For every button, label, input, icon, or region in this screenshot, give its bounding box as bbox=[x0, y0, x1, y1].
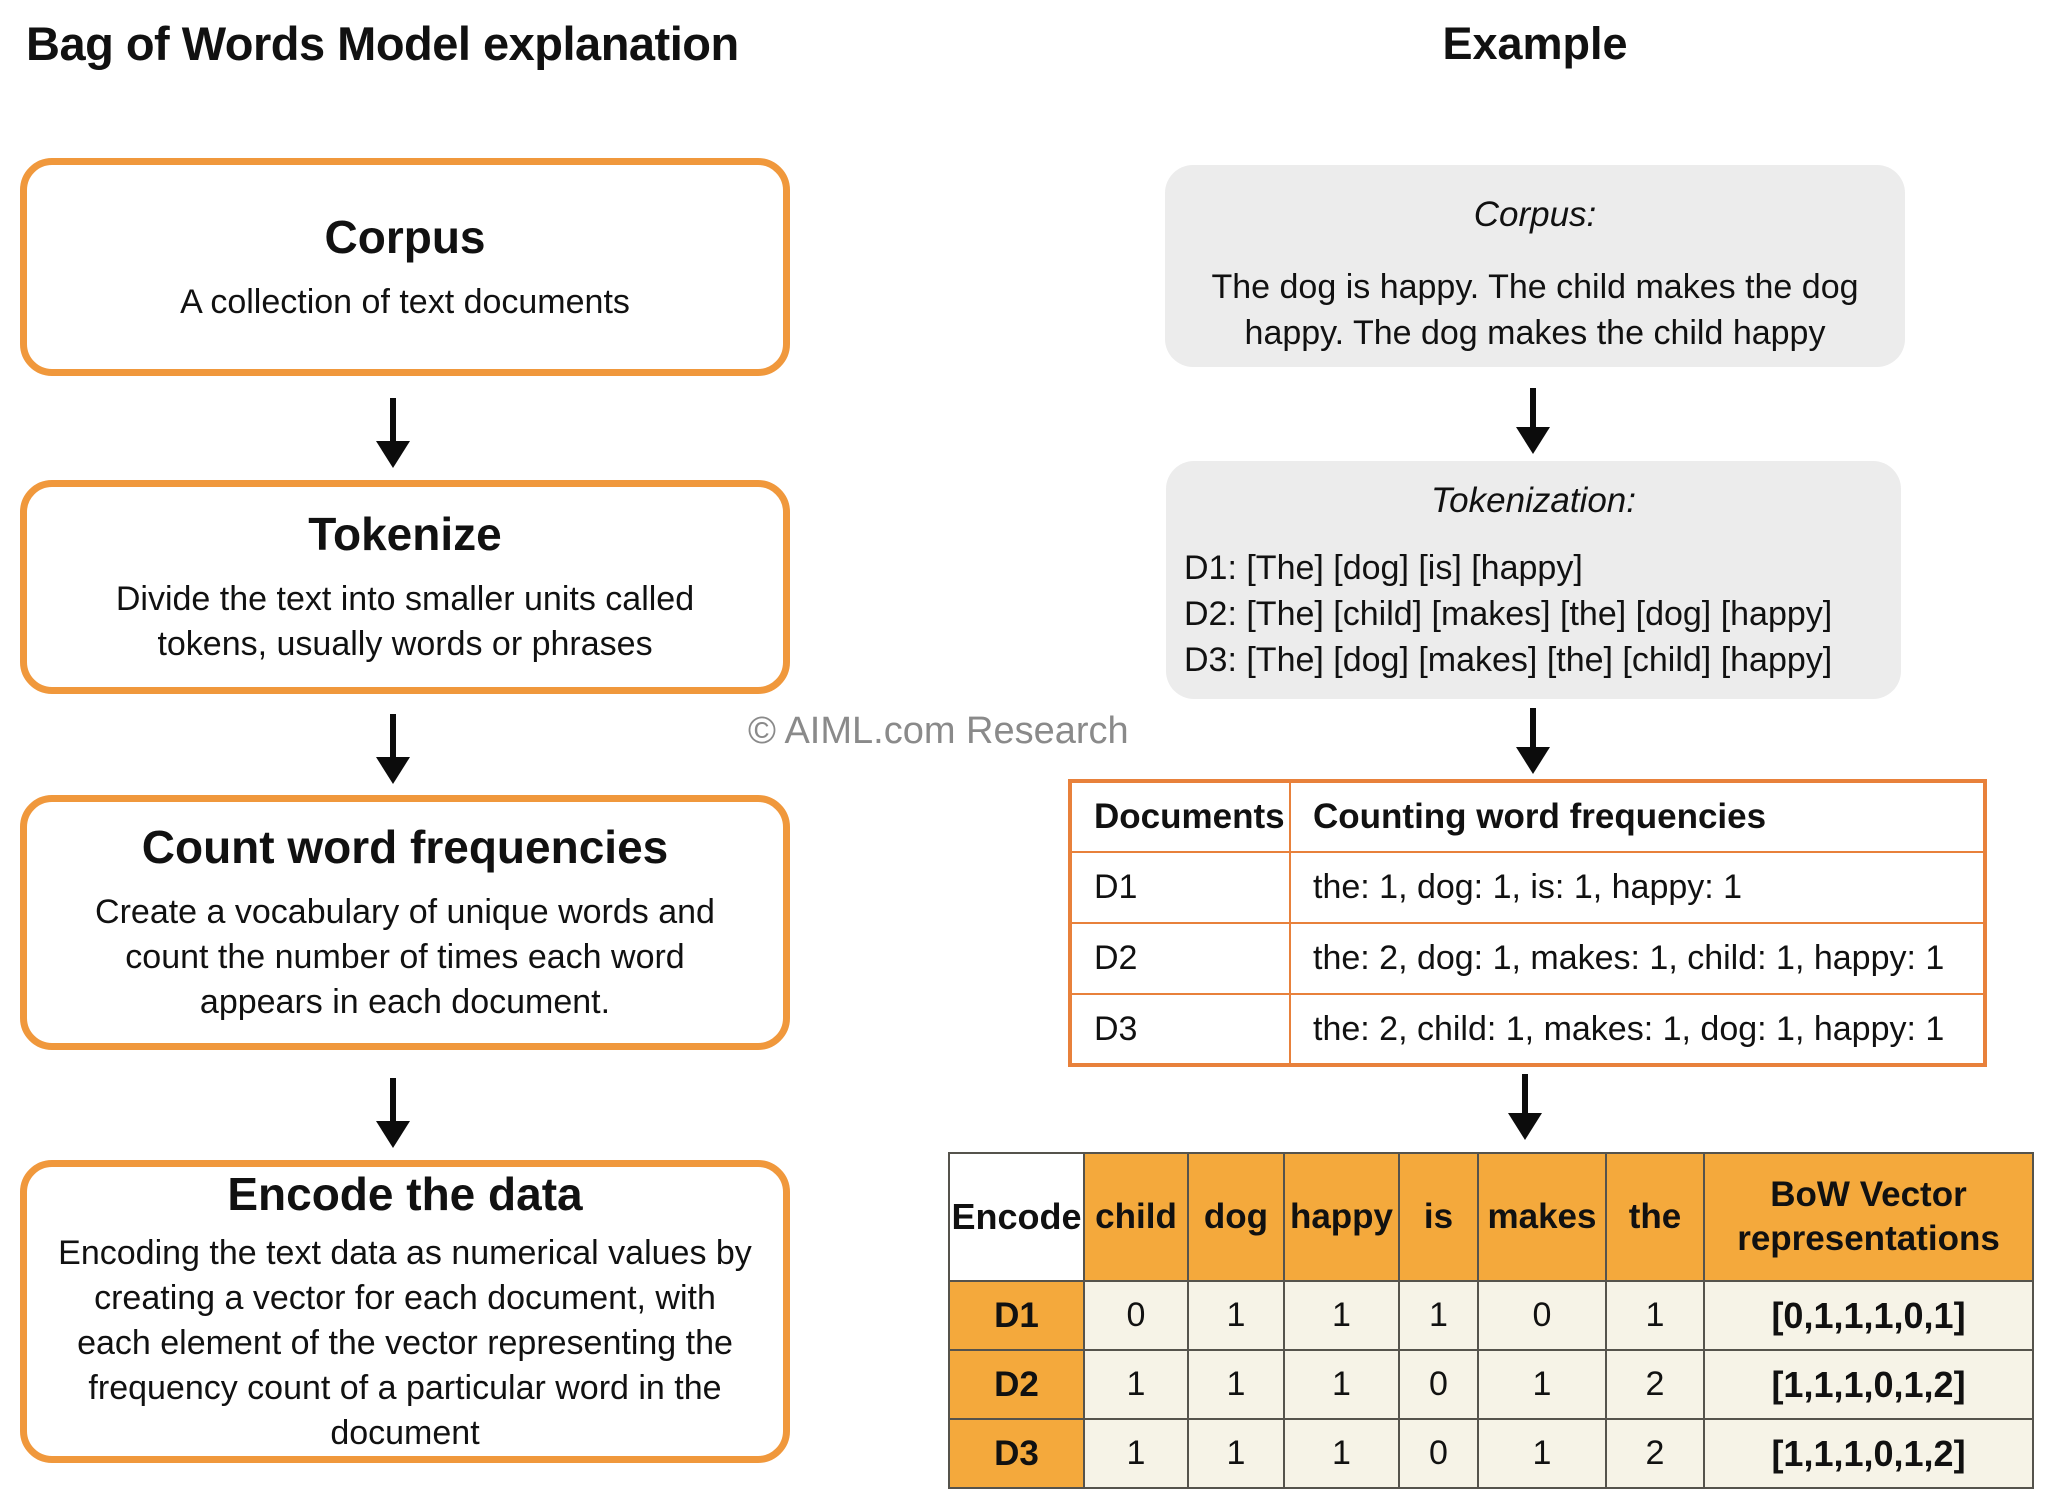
table-row: D2 1 1 1 0 1 2 [1,1,1,0,1,2] bbox=[948, 1349, 2034, 1420]
table-cell: 2 bbox=[1605, 1418, 1705, 1489]
example-tokenization-box: Tokenization: D1: [The] [dog] [is] [happ… bbox=[1166, 461, 1901, 699]
flow-step-title: Count word frequencies bbox=[141, 821, 669, 874]
down-arrow-icon bbox=[376, 1078, 410, 1148]
tokenization-label: Tokenization: bbox=[1431, 481, 1636, 520]
table-cell: the: 2, dog: 1, makes: 1, child: 1, happ… bbox=[1289, 922, 1986, 995]
arrow-shaft bbox=[390, 398, 396, 441]
table-header-cell: Documents bbox=[1069, 780, 1291, 853]
table-cell: 1 bbox=[1083, 1418, 1189, 1489]
down-arrow-icon bbox=[376, 714, 410, 784]
table-cell: 1 bbox=[1187, 1418, 1285, 1489]
down-arrow-icon bbox=[376, 398, 410, 468]
table-header-row: Documents Counting word frequencies bbox=[1069, 780, 1986, 853]
bow-vector-cell: [1,1,1,0,1,2] bbox=[1703, 1349, 2034, 1420]
arrow-head bbox=[1516, 427, 1550, 454]
arrow-head bbox=[376, 1121, 410, 1148]
table-header-cell: makes bbox=[1477, 1152, 1607, 1282]
table-cell: 1 bbox=[1477, 1349, 1607, 1420]
arrow-head bbox=[376, 757, 410, 784]
table-row: D2 the: 2, dog: 1, makes: 1, child: 1, h… bbox=[1069, 922, 1986, 995]
table-row: D3 the: 2, child: 1, makes: 1, dog: 1, h… bbox=[1069, 993, 1986, 1066]
example-title: Example bbox=[1442, 18, 1628, 69]
arrow-shaft bbox=[1530, 708, 1536, 747]
table-cell: D1 bbox=[1069, 851, 1291, 924]
table-cell: 1 bbox=[1083, 1349, 1189, 1420]
flow-step-count-word-frequencies: Count word frequencies Create a vocabula… bbox=[20, 795, 790, 1050]
arrow-head bbox=[1516, 747, 1550, 774]
tokenization-line-d2: D2: [The] [child] [makes] [the] [dog] [h… bbox=[1184, 595, 1833, 633]
table-header-cell: Encode bbox=[948, 1152, 1085, 1282]
flow-step-tokenize: Tokenize Divide the text into smaller un… bbox=[20, 480, 790, 694]
down-arrow-icon bbox=[1516, 708, 1550, 774]
table-row: D3 1 1 1 0 1 2 [1,1,1,0,1,2] bbox=[948, 1418, 2034, 1489]
row-header-cell: D2 bbox=[948, 1349, 1085, 1420]
arrow-shaft bbox=[1522, 1074, 1528, 1113]
flow-step-description: Create a vocabulary of unique words and … bbox=[95, 893, 715, 1021]
table-header-cell: Counting word frequencies bbox=[1289, 780, 1986, 853]
arrow-head bbox=[376, 441, 410, 468]
bow-vector-cell: [1,1,1,0,1,2] bbox=[1703, 1418, 2034, 1489]
arrow-shaft bbox=[390, 714, 396, 757]
arrow-shaft bbox=[390, 1078, 396, 1121]
table-cell: the: 1, dog: 1, is: 1, happy: 1 bbox=[1289, 851, 1986, 924]
flow-step-title: Tokenize bbox=[308, 508, 502, 561]
table-cell: D3 bbox=[1069, 993, 1291, 1066]
bow-vector-table: Encode child dog happy is makes the BoW … bbox=[948, 1152, 2034, 1489]
table-cell: the: 2, child: 1, makes: 1, dog: 1, happ… bbox=[1289, 993, 1986, 1066]
arrow-head bbox=[1508, 1113, 1542, 1140]
table-header-cell: is bbox=[1398, 1152, 1479, 1282]
table-cell: 1 bbox=[1398, 1280, 1479, 1351]
flow-step-description: Divide the text into smaller units calle… bbox=[115, 580, 695, 663]
arrow-shaft bbox=[1530, 388, 1536, 427]
table-cell: 1 bbox=[1187, 1280, 1285, 1351]
table-cell: 1 bbox=[1605, 1280, 1705, 1351]
table-header-cell: happy bbox=[1283, 1152, 1400, 1282]
table-header-cell: the bbox=[1605, 1152, 1705, 1282]
table-cell: 1 bbox=[1477, 1418, 1607, 1489]
table-header-cell: child bbox=[1083, 1152, 1189, 1282]
tokenization-line-d1: D1: [The] [dog] [is] [happy] bbox=[1184, 549, 1583, 587]
table-row: D1 the: 1, dog: 1, is: 1, happy: 1 bbox=[1069, 851, 1986, 924]
flow-step-description: A collection of text documents bbox=[180, 282, 630, 321]
bow-vector-cell: [0,1,1,1,0,1] bbox=[1703, 1280, 2034, 1351]
down-arrow-icon bbox=[1516, 388, 1550, 454]
corpus-text: The dog is happy. The child makes the do… bbox=[1211, 268, 1859, 352]
corpus-label: Corpus: bbox=[1473, 195, 1597, 234]
flow-step-corpus: Corpus A collection of text documents bbox=[20, 158, 790, 376]
flow-step-title: Encode the data bbox=[227, 1168, 583, 1221]
table-cell: 2 bbox=[1605, 1349, 1705, 1420]
watermark-text: © AIML.com Research bbox=[748, 710, 1129, 752]
table-cell: 1 bbox=[1187, 1349, 1285, 1420]
table-cell: 0 bbox=[1477, 1280, 1607, 1351]
table-cell: D2 bbox=[1069, 922, 1291, 995]
example-corpus-box: Corpus: The dog is happy. The child make… bbox=[1165, 165, 1905, 367]
table-header-cell: BoW Vector representations bbox=[1703, 1152, 2034, 1282]
word-frequency-table: Documents Counting word frequencies D1 t… bbox=[1068, 779, 1987, 1067]
table-header-row: Encode child dog happy is makes the BoW … bbox=[948, 1152, 2034, 1282]
flow-step-description: Encoding the text data as numerical valu… bbox=[58, 1234, 752, 1452]
table-cell: 1 bbox=[1283, 1280, 1400, 1351]
table-header-cell: dog bbox=[1187, 1152, 1285, 1282]
table-cell: 0 bbox=[1083, 1280, 1189, 1351]
table-cell: 0 bbox=[1398, 1349, 1479, 1420]
table-cell: 1 bbox=[1283, 1349, 1400, 1420]
down-arrow-icon bbox=[1508, 1074, 1542, 1140]
flow-step-title: Corpus bbox=[324, 210, 486, 263]
flow-step-encode-the-data: Encode the data Encoding the text data a… bbox=[20, 1160, 790, 1463]
table-cell: 0 bbox=[1398, 1418, 1479, 1489]
table-row: D1 0 1 1 1 0 1 [0,1,1,1,0,1] bbox=[948, 1280, 2034, 1351]
page-title: Bag of Words Model explanation bbox=[26, 17, 739, 70]
table-cell: 1 bbox=[1283, 1418, 1400, 1489]
row-header-cell: D3 bbox=[948, 1418, 1085, 1489]
tokenization-line-d3: D3: [The] [dog] [makes] [the] [child] [h… bbox=[1184, 641, 1833, 679]
row-header-cell: D1 bbox=[948, 1280, 1085, 1351]
